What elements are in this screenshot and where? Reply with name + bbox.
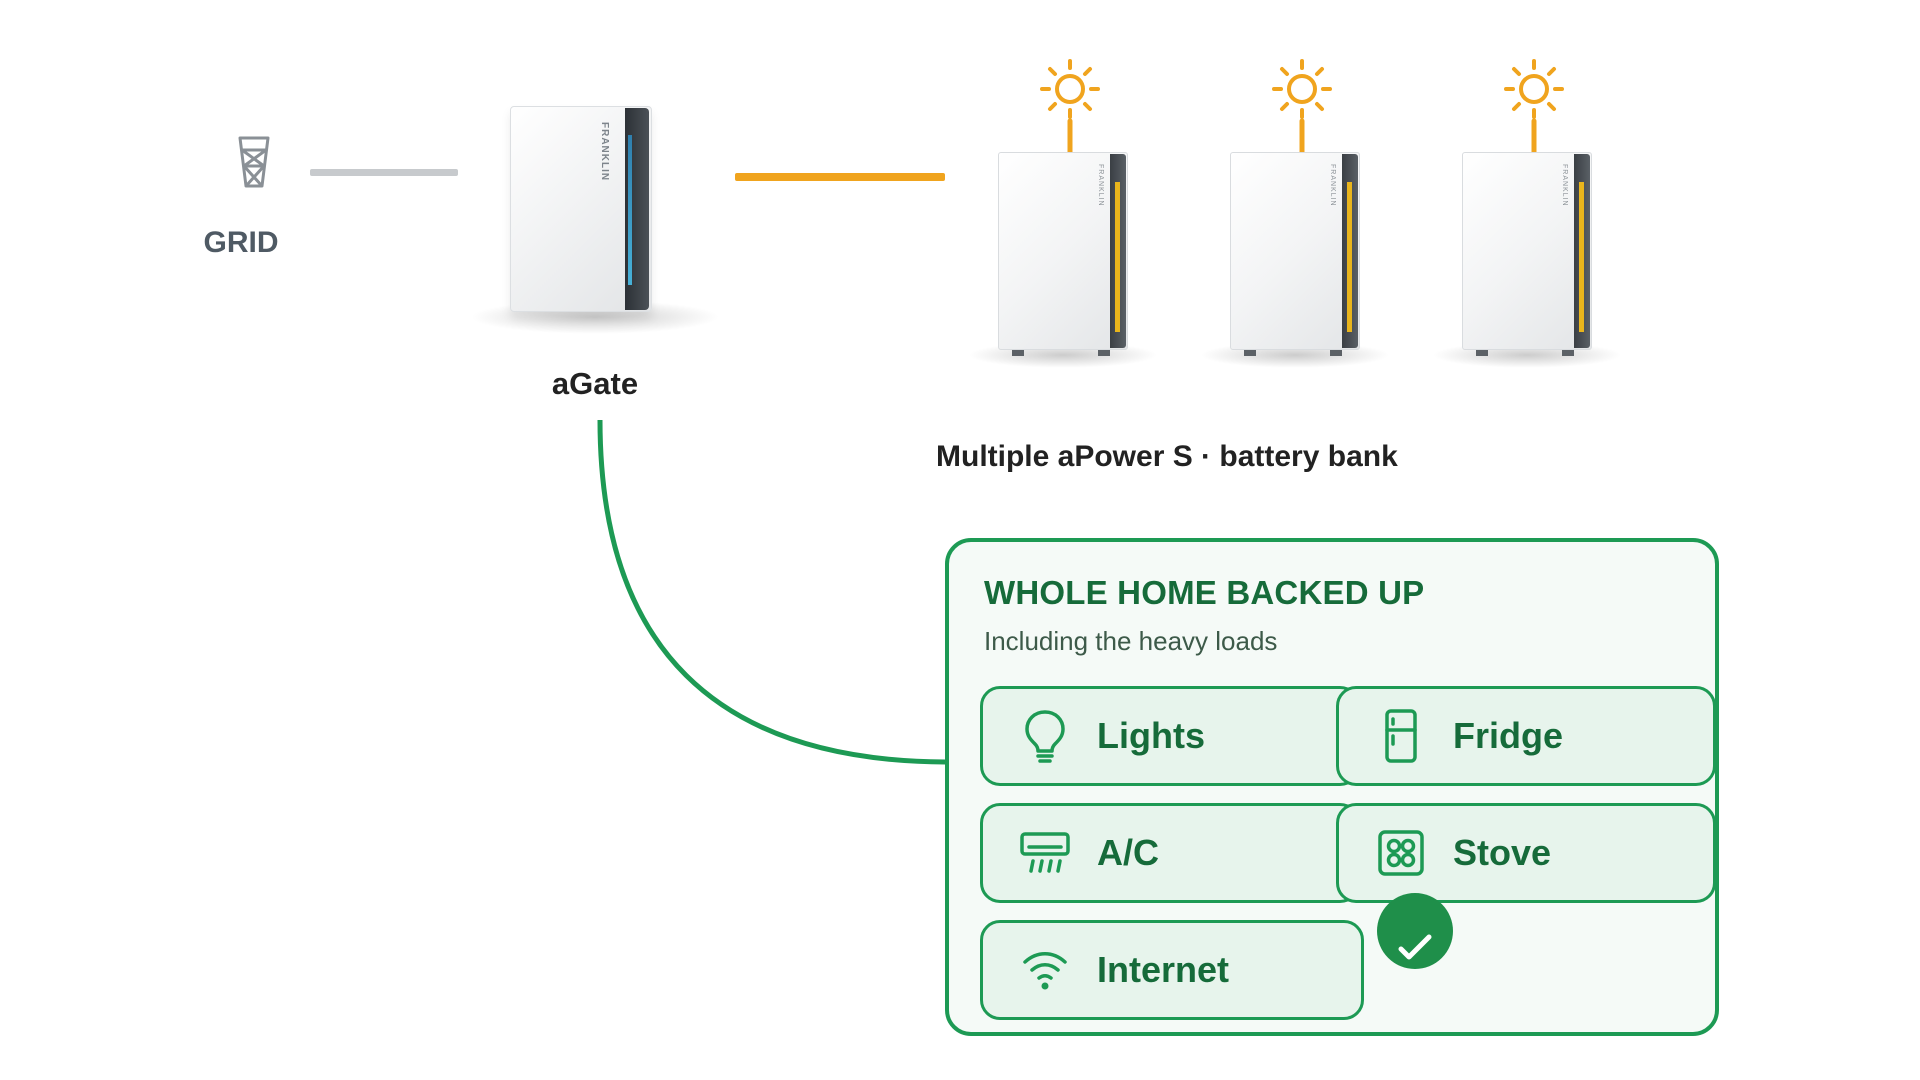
load-tile-ac: A/C [980, 803, 1360, 903]
grid-label: GRID [203, 226, 279, 259]
battery-foot [1562, 350, 1574, 356]
battery-body [1462, 152, 1592, 350]
battery-unit-1: FRANKLIN [968, 152, 1158, 368]
lightbulb-icon [1017, 708, 1073, 764]
battery-foot [1476, 350, 1488, 356]
battery-foot [1012, 350, 1024, 356]
agate-label: aGate [551, 366, 639, 401]
check-icon [1377, 893, 1453, 969]
grid-connection-line [310, 169, 458, 176]
battery-unit-3: FRANKLIN [1432, 152, 1622, 368]
battery-logo: FRANKLIN [1561, 164, 1568, 207]
battery-led-strip [1115, 182, 1120, 332]
stove-icon [1373, 825, 1429, 881]
load-tile-lights: Lights [980, 686, 1360, 786]
fridge-icon [1373, 708, 1429, 764]
transmission-tower-icon [238, 136, 270, 188]
battery-unit-2: FRANKLIN [1200, 152, 1390, 368]
battery-foot [1244, 350, 1256, 356]
panel-subtitle: Including the heavy loads [984, 626, 1278, 656]
wifi-icon [1017, 942, 1073, 998]
load-tile-internet: Internet [980, 920, 1364, 1020]
battery-body [998, 152, 1128, 350]
sun-icon [1272, 59, 1332, 155]
agate-led-strip [628, 135, 632, 285]
panel-title: WHOLE HOME BACKED UP [984, 574, 1425, 611]
load-label: A/C [1097, 832, 1159, 873]
load-label: Lights [1097, 715, 1205, 756]
battery-logo: FRANKLIN [1329, 164, 1336, 207]
sun-icon [1040, 59, 1100, 155]
load-tile-stove: Stove [1336, 803, 1716, 903]
battery-led-strip [1347, 182, 1352, 332]
battery-logo: FRANKLIN [1097, 164, 1104, 207]
load-label: Internet [1097, 949, 1230, 990]
sun-icon [1504, 59, 1564, 155]
load-label: Fridge [1453, 715, 1564, 756]
battery-connection-line [735, 173, 945, 181]
load-label: Stove [1453, 832, 1552, 873]
air-conditioner-icon [1017, 825, 1073, 881]
agate-logo: FRANKLIN [599, 122, 610, 182]
battery-led-strip [1579, 182, 1584, 332]
load-tile-fridge: Fridge [1336, 686, 1716, 786]
battery-foot [1098, 350, 1110, 356]
battery-bank-label: Multiple aPower S · battery bank [936, 440, 1398, 473]
battery-foot [1330, 350, 1342, 356]
battery-body [1230, 152, 1360, 350]
